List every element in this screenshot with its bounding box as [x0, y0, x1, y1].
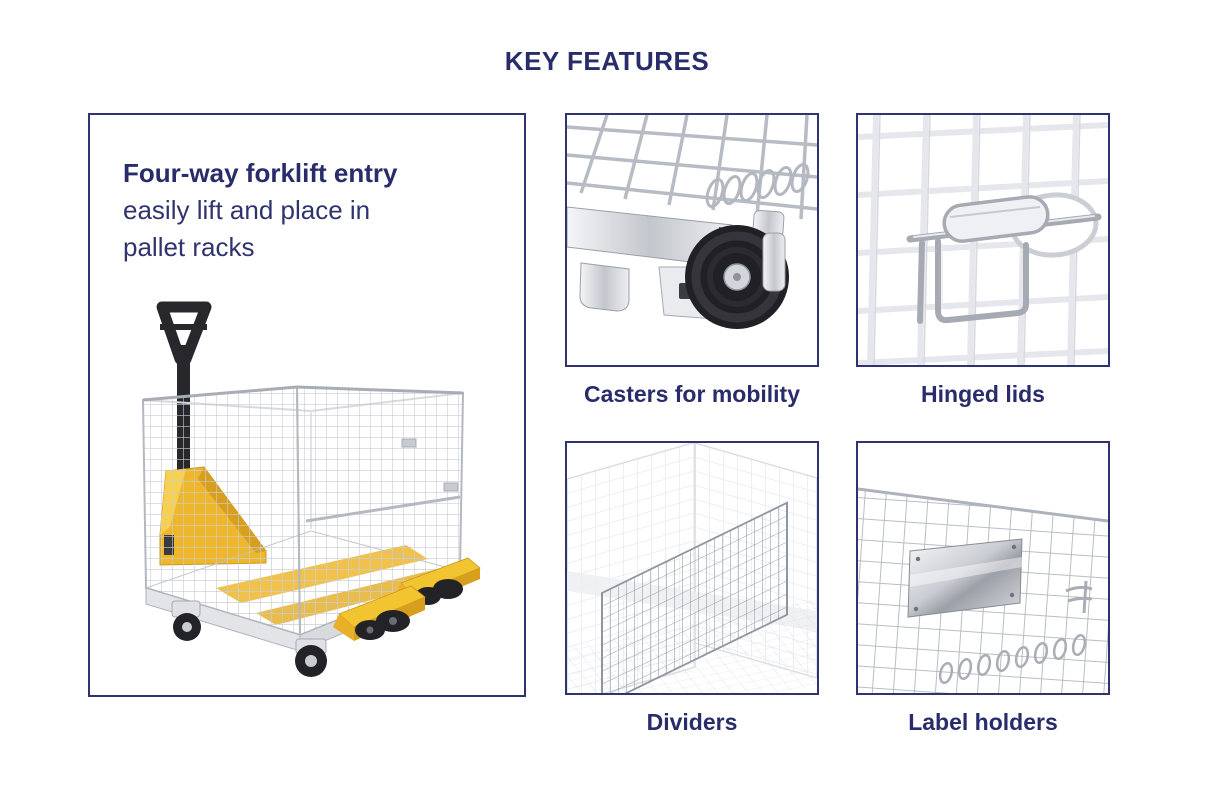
jack-fork-front: [333, 585, 426, 641]
divider-panel: [601, 501, 788, 693]
feature-card-hinged-lids: Hinged lids: [856, 113, 1110, 408]
side-latch: [1065, 580, 1093, 614]
label-plate: [907, 538, 1023, 618]
main-feature-panel: Four-way forklift entry easily lift and …: [88, 113, 526, 697]
casters-image-frame: [565, 113, 819, 367]
cage-caster-front: [295, 638, 327, 677]
feature-card-casters: Casters for mobility: [565, 113, 819, 408]
cage-floor: [567, 596, 817, 693]
caster-wheel-illustration: [567, 115, 817, 329]
label-holder-illustration: [858, 487, 1108, 693]
wire-coil: [705, 163, 810, 208]
dividers-image-frame: [565, 441, 819, 695]
caption-hinged-lids: Hinged lids: [921, 381, 1045, 407]
deck-mesh: [567, 115, 817, 220]
stacking-hook: [579, 262, 630, 312]
lid-latch: [906, 192, 1102, 324]
caption-casters: Casters for mobility: [584, 381, 800, 407]
main-feature-description-line: easily lift and place in: [123, 195, 371, 225]
hinged-lid-latch-illustration: [858, 115, 1108, 365]
feature-card-dividers: Dividers: [565, 441, 819, 736]
cage-caster-left: [171, 600, 201, 641]
hinged-lids-image-frame: [856, 113, 1110, 367]
label-holders-image-frame: [856, 441, 1110, 695]
feature-card-label-holders: Label holders: [856, 441, 1110, 736]
main-feature-heading: Four-way forklift entry: [123, 158, 398, 188]
pallet-jack-cage-illustration: [141, 301, 481, 677]
caption-label-holders: Label holders: [908, 709, 1058, 735]
main-feature-description-line: pallet racks: [123, 232, 255, 262]
main-feature-text: Four-way forklift entry easily lift and …: [123, 155, 397, 266]
caption-dividers: Dividers: [646, 709, 738, 735]
wire-divider-illustration: [567, 443, 817, 693]
page-title: KEY FEATURES: [504, 46, 710, 76]
wire-coil: [938, 633, 1087, 685]
